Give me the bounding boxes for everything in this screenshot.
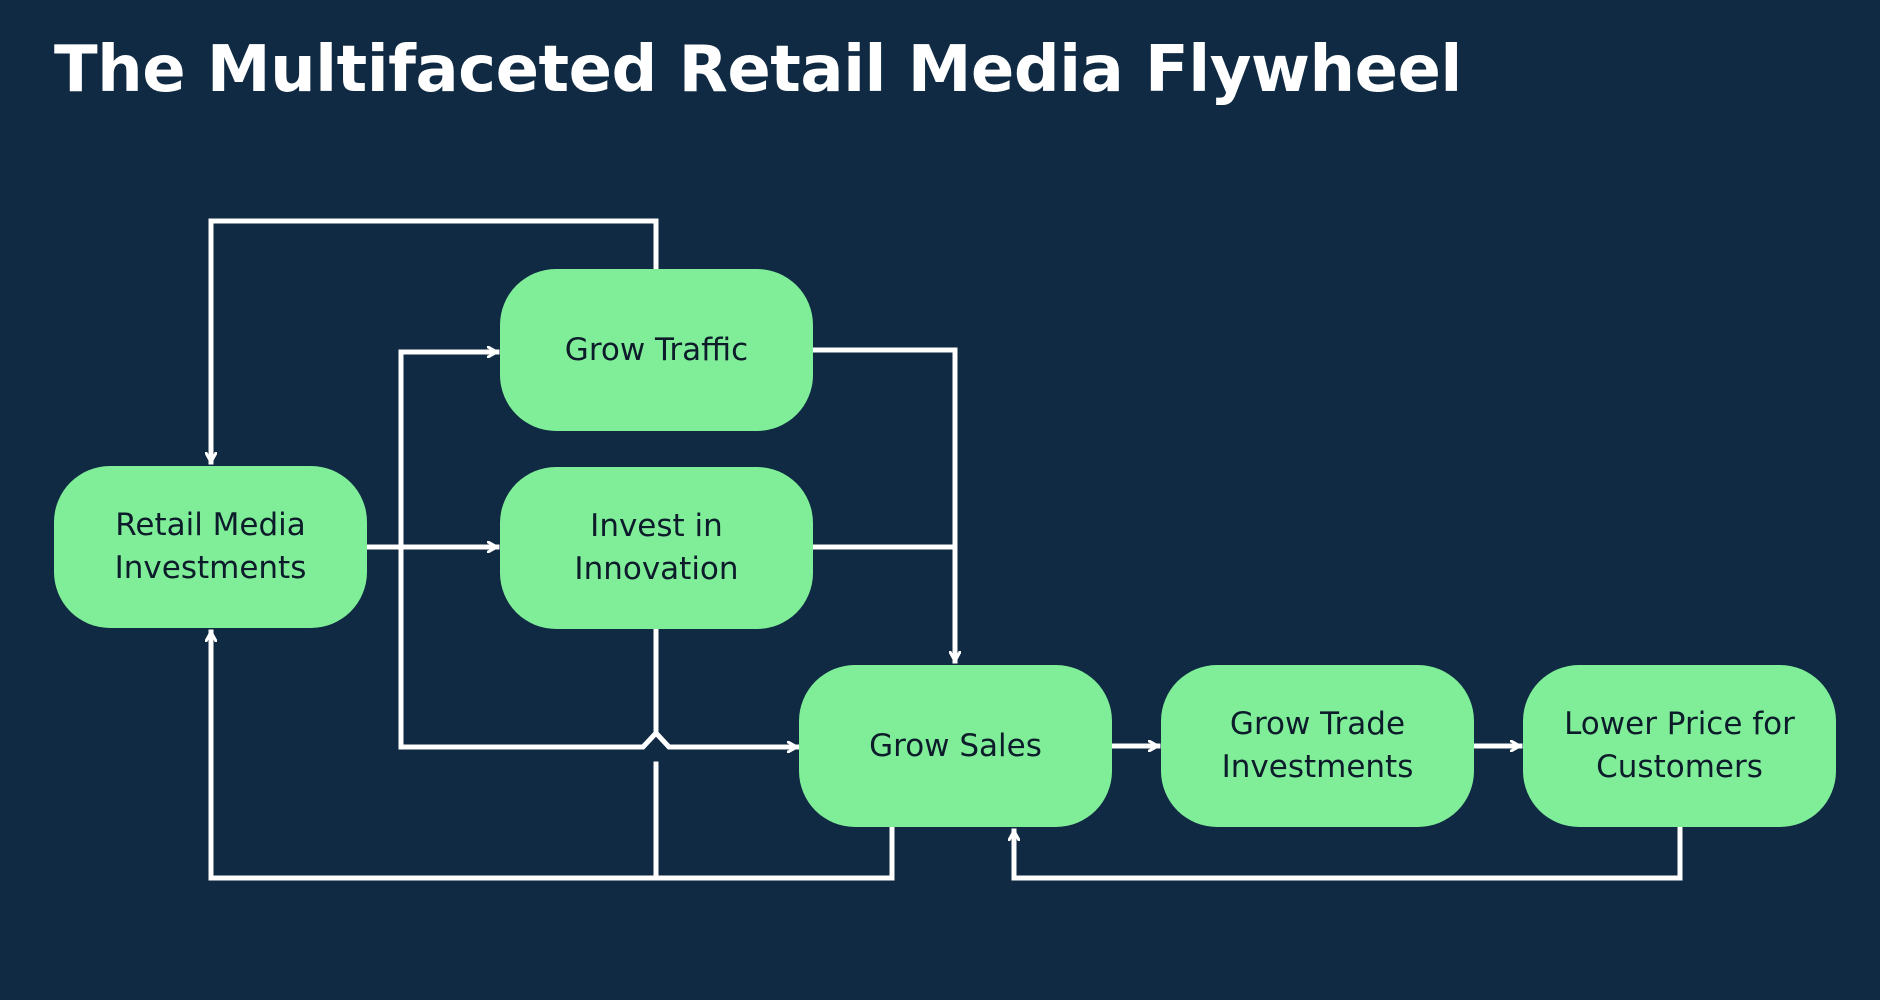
node-grow-traffic: Grow Traffic	[500, 269, 813, 431]
edge-traffic-to-sales	[810, 347, 955, 664]
node-label: Grow Trade Investments	[1221, 706, 1414, 785]
node-label: Invest in Innovation	[574, 508, 739, 587]
node-grow-sales: Grow Sales	[799, 665, 1112, 827]
edge-retail-to-sales	[398, 544, 800, 747]
edge-traffic-to-retail	[211, 218, 659, 465]
node-label: Grow Sales	[869, 727, 1042, 764]
edge-sales-to-retail	[211, 629, 895, 881]
edge-retail-to-traffic	[398, 352, 500, 550]
node-label: Lower Price for Customers	[1564, 706, 1795, 785]
node-lower-price-for-customers: Lower Price for Customers	[1523, 665, 1836, 827]
node-invest-in-innovation: Invest in Innovation	[500, 467, 813, 629]
node-label: Grow Traffic	[564, 331, 749, 368]
node-retail-media-investments: Retail Media Investments	[54, 466, 367, 628]
page-title: The Multifaceted Retail Media Flywheel	[54, 33, 1462, 107]
node-label: Retail Media Investments	[114, 507, 307, 586]
node-grow-trade-investments: Grow Trade Investments	[1161, 665, 1474, 827]
edge-price-to-sales	[1014, 825, 1683, 881]
